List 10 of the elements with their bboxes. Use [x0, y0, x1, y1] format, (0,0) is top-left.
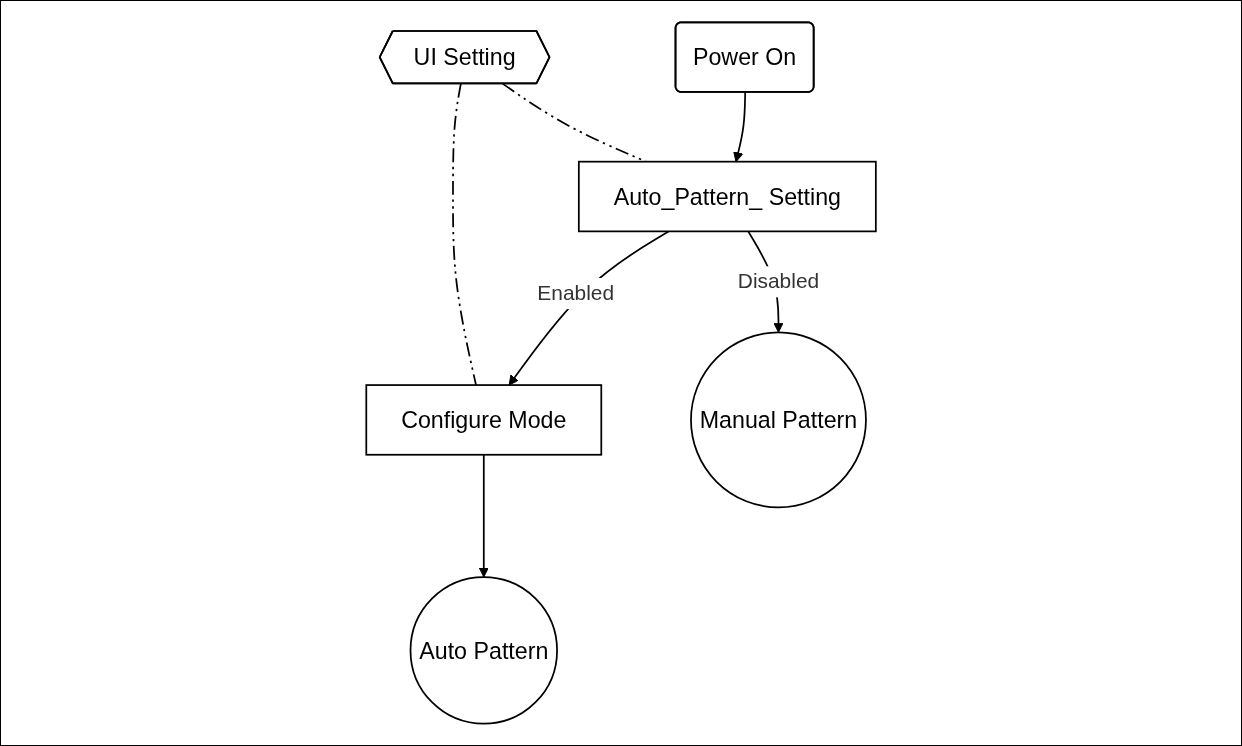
arrow	[508, 230, 670, 386]
node-circle: Manual Pattern	[690, 331, 867, 509]
arrow	[733, 91, 746, 163]
node-circle: Auto Pattern	[409, 576, 558, 725]
edge-label: Disabled	[737, 269, 820, 293]
node-box: Auto_Pattern_ Setting	[577, 160, 877, 233]
connector	[452, 83, 477, 386]
arrow	[478, 453, 489, 578]
node-box: Configure Mode	[365, 384, 603, 456]
edge-label: Enabled	[537, 281, 614, 305]
